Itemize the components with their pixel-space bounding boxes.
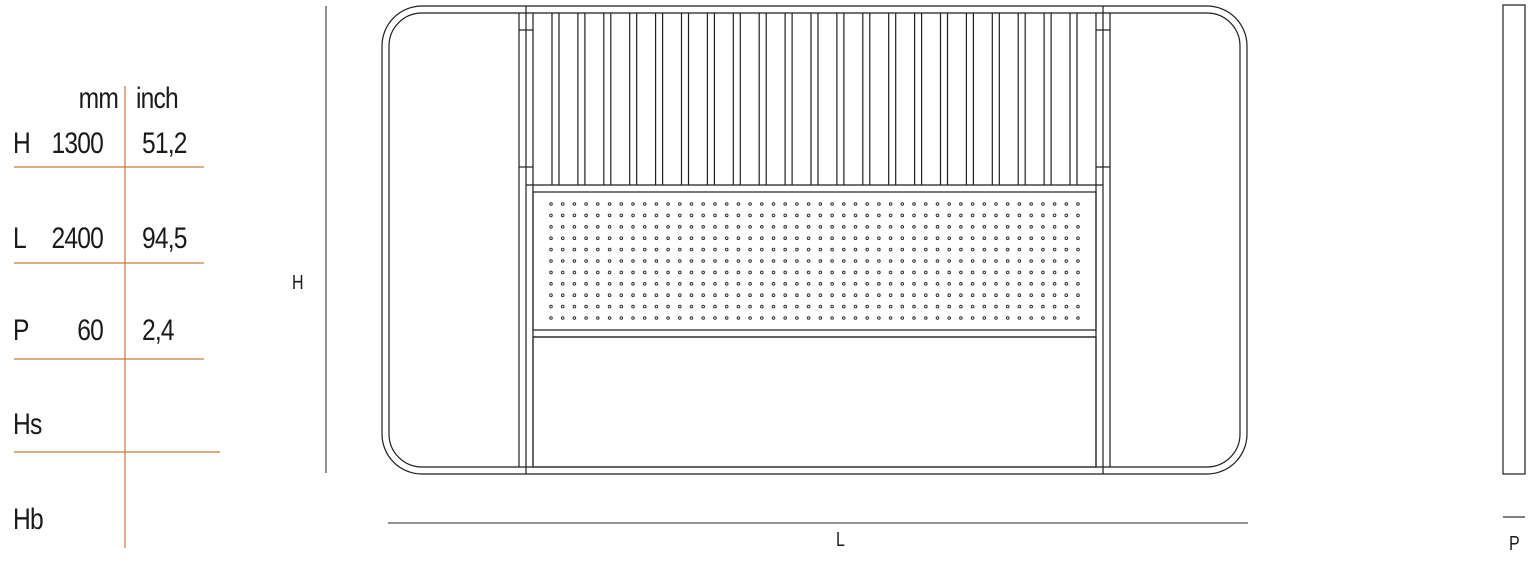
front-view <box>381 5 1248 475</box>
header-mm: mm <box>78 82 119 115</box>
row-inch-l: 94,5 <box>142 222 187 255</box>
perforation-dots <box>549 202 1080 320</box>
vertical-bars <box>551 13 1078 185</box>
height-label: H <box>292 272 304 294</box>
perforated-panel <box>532 191 1097 331</box>
depth-label: P <box>1509 533 1520 555</box>
row-inch-h: 51,2 <box>142 127 187 160</box>
side-view <box>1502 4 1526 475</box>
dimension-table: mm inch H 1300 51,2 L 2400 94,5 P 60 2,4… <box>0 0 230 563</box>
row-label-h: H <box>13 127 31 160</box>
header-inch: inch <box>136 82 179 115</box>
row-label-hb: Hb <box>13 503 44 536</box>
row-label-hs: Hs <box>13 408 42 441</box>
row-mm-h: 1300 <box>51 127 104 160</box>
row-label-p: P <box>13 314 29 347</box>
row-mm-p: 60 <box>77 314 104 347</box>
table-rules <box>14 86 220 548</box>
outer-frame <box>381 5 1248 475</box>
length-label: L <box>836 529 845 551</box>
inner-frame <box>388 12 1241 468</box>
row-mm-l: 2400 <box>51 222 104 255</box>
row-inch-p: 2,4 <box>142 314 175 347</box>
bottom-panel <box>532 336 1097 468</box>
row-label-l: L <box>13 222 27 255</box>
